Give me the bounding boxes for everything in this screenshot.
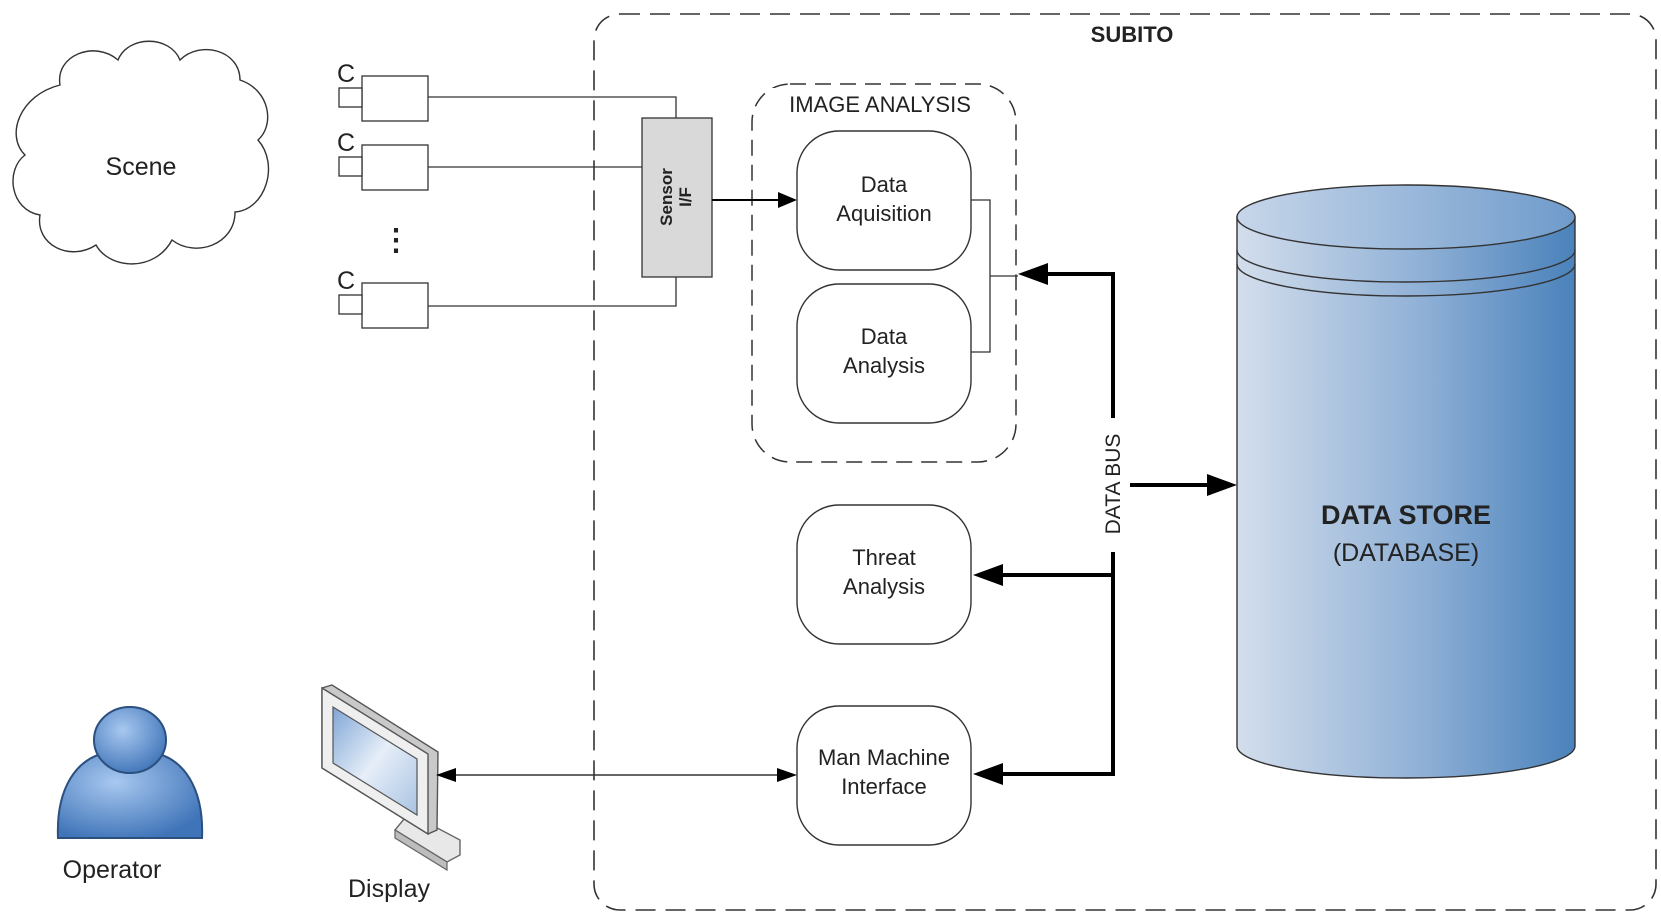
camera-label: C <box>337 267 355 295</box>
mmi-node: Man Machine Interface <box>796 705 972 846</box>
scene-label: Scene <box>106 153 177 181</box>
camera-ellipsis: ⋮ <box>381 224 411 257</box>
camera-label: C <box>337 129 355 157</box>
operator-icon <box>56 706 204 839</box>
camera-2: C <box>337 129 429 191</box>
threat-analysis-node: Threat Analysis <box>796 504 972 645</box>
cloud-icon <box>12 40 270 265</box>
sensor-interface-box <box>641 117 713 278</box>
image-analysis-boundary <box>751 83 1017 463</box>
camera-3: C <box>337 267 429 329</box>
sensor-label-line1: Sensor <box>657 168 676 226</box>
sensor-interface-label: Sensor I/F <box>657 168 695 226</box>
database-cylinder-icon <box>1236 184 1576 779</box>
threat-analysis-line2: Analysis <box>843 574 925 599</box>
data-bus-label: DATA BUS <box>1102 434 1125 535</box>
display-label: Display <box>348 875 430 903</box>
monitor-icon <box>321 684 461 872</box>
camera-icon <box>338 144 429 191</box>
display-mmi-link <box>436 768 797 782</box>
sensor-to-acquisition-arrow <box>712 192 797 208</box>
camera-icon <box>338 75 429 122</box>
sensor-label-line2: I/F <box>676 187 695 207</box>
data-store-title: DATA STORE <box>1321 500 1491 530</box>
threat-analysis-line1: Threat <box>852 545 916 570</box>
image-analysis-bracket <box>971 199 1018 353</box>
data-acquisition-node: Data Aquisition <box>796 130 972 271</box>
data-acquisition-line2: Aquisition <box>836 201 931 226</box>
data-analysis-line2: Analysis <box>843 353 925 378</box>
image-analysis-label: IMAGE ANALYSIS <box>789 92 971 117</box>
camera-label: C <box>337 60 355 88</box>
mmi-line1: Man Machine <box>818 745 950 770</box>
camera-1: C <box>337 60 429 122</box>
operator-label: Operator <box>63 856 162 884</box>
camera-connectors <box>428 96 677 307</box>
data-analysis-line1: Data <box>861 324 908 349</box>
data-analysis-node: Data Analysis <box>796 283 972 424</box>
data-store-subtitle: (DATABASE) <box>1333 539 1479 567</box>
data-acquisition-line1: Data <box>861 172 908 197</box>
data-bus <box>973 263 1237 785</box>
mmi-line2: Interface <box>841 774 927 799</box>
subito-title: SUBITO <box>1091 22 1174 47</box>
subito-boundary <box>593 13 1657 911</box>
